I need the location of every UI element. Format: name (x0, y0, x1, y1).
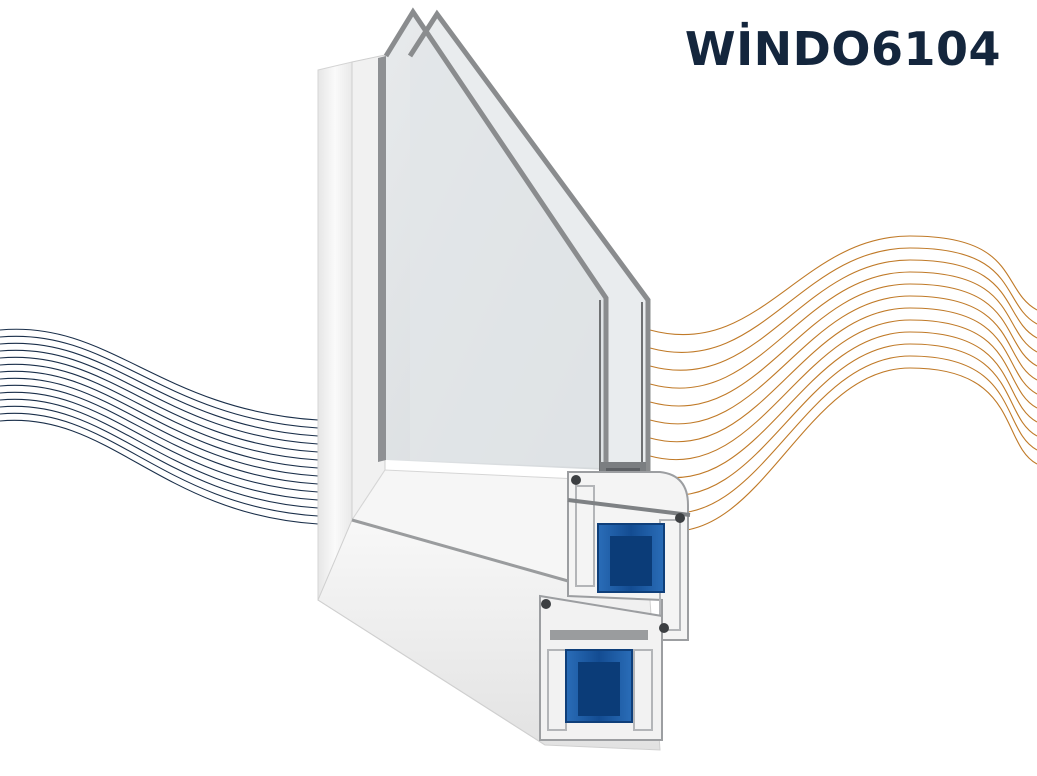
brand-logo: WİNDO6104 (684, 22, 1001, 76)
warm-wave-line (649, 307, 1037, 443)
cold-wave-line (0, 363, 319, 461)
cold-wave-line (0, 328, 319, 421)
warm-wave-line (649, 319, 1037, 461)
warm-wave-line (649, 331, 1037, 478)
warm-wave-line (649, 355, 1037, 514)
cold-wave-line (0, 405, 319, 509)
cold-air-waves-icon (0, 328, 319, 525)
double-glazing-icon (383, 7, 651, 502)
cold-wave-line (0, 356, 319, 453)
warm-wave-line (649, 259, 1037, 371)
warm-wave-line (649, 295, 1037, 425)
warm-wave-line (649, 343, 1037, 496)
steel-reinforcement-icon (565, 649, 633, 723)
cold-wave-line (0, 377, 319, 477)
warm-wave-line (649, 235, 1037, 336)
steel-reinforcement-icon (597, 523, 665, 593)
window-frame (317, 54, 661, 751)
cold-wave-line (0, 384, 319, 485)
cold-wave-line (0, 398, 319, 501)
cold-wave-line (0, 335, 319, 429)
frame-profile (539, 594, 669, 741)
warm-wave-line (649, 247, 1037, 354)
cold-wave-line (0, 342, 319, 437)
cold-wave-line (0, 370, 319, 469)
warm-wave-line (649, 271, 1037, 389)
warm-wave-line (649, 283, 1037, 407)
cold-wave-line (0, 349, 319, 445)
cold-wave-line (0, 419, 319, 525)
warm-air-waves-icon (649, 235, 1037, 532)
warm-wave-line (649, 367, 1037, 532)
cold-wave-line (0, 391, 319, 493)
cold-wave-line (0, 412, 319, 517)
